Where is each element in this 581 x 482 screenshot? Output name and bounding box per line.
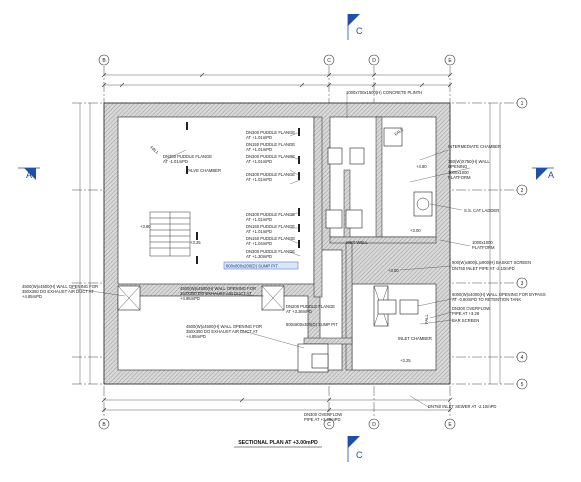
grid-label-4: 4 xyxy=(521,355,524,361)
puddle-a-line1: DN300 PUDDLE FLANGE xyxy=(246,130,295,135)
wall-opening-low-line3: +4.85mPD xyxy=(186,334,206,339)
puddle-low-line2: AT +3.36mPD xyxy=(286,309,312,314)
puddle-g-line2: AT +1.04mPD xyxy=(246,241,272,246)
puddle-h-line1: DN300 PUDDLE FLANGE xyxy=(246,249,295,254)
wall-opening-left-line3: +4.85mPD xyxy=(22,294,42,299)
wall-opening-left-line2: 350X350 DO EXHAUST AIR DUCT AT xyxy=(22,289,94,294)
wall-opening-mid-line2: 350X350 DO EXHAUST AIR DUCT AT xyxy=(180,291,252,296)
section-label-bottom: C xyxy=(356,450,363,460)
grid-label-c-bottom: C xyxy=(327,422,331,428)
grid-bubbles-right xyxy=(516,97,528,390)
sump-low-label: 800x800x300(D) SUMP PIT xyxy=(286,322,338,327)
section-marker-top xyxy=(347,14,360,40)
grid-label-d-bottom: D xyxy=(372,422,376,428)
inlet-chamber-label: INLET CHAMBER xyxy=(398,336,432,341)
dn300-overflow-r-line2: PIPE AT +3.28 xyxy=(452,311,480,316)
wall-opening-right-line1: 750(W)X750(H) WALL xyxy=(448,159,490,164)
section-marker-bottom xyxy=(347,436,360,462)
intermediate-chamber-label: INTERMEDIATE CHAMBER xyxy=(448,144,501,149)
wall-opening-right-line2: OPENING xyxy=(448,164,467,169)
grid-label-5: 5 xyxy=(521,382,524,388)
puddle-e-line1: DN300 PUDDLE FLANGE xyxy=(246,212,295,217)
section-label-left: A xyxy=(26,170,32,180)
dn300-overflow-r-line1: DN300 OVERFLOW xyxy=(452,306,490,311)
puddle-d-line1: DN300 PUDDLE FLANGE xyxy=(246,172,295,177)
bypass-line2: AT -0.80mPD TO RETENTION TANK xyxy=(452,297,521,302)
internal-walls xyxy=(303,116,437,371)
dn750-inlet-label: DN750 INLET PIPE AT -2.10mPD xyxy=(452,266,515,271)
cat-ladder-label: S.S. CAT LADDER xyxy=(464,208,499,213)
platform-b-line1: 1000x1000 xyxy=(472,240,493,245)
concrete-plinth-label: 1000x700x1500(H) CONCRETE PLINTH xyxy=(346,90,422,95)
drawing-title: SECTIONAL PLAN AT +3.00mPD xyxy=(238,440,318,446)
puddle-g-line1: DN150 PUDDLE FLANGE xyxy=(246,236,295,241)
grid-label-c-top: C xyxy=(327,58,331,64)
equipment-boxes xyxy=(297,127,433,373)
basket-screen-label: 900(W)x900(L)x900(H) BASKET SCREEN xyxy=(452,260,531,265)
sump-pit-highlight xyxy=(223,261,299,270)
puddle-left-line1: DN300 PUDDLE FLANGE xyxy=(163,154,212,159)
level-stair-1: +3.80 xyxy=(140,224,151,229)
dn750-sewer-label: DN750 INLET SEWER AT -2.10mPD xyxy=(428,404,496,409)
fall-label-left: FALL xyxy=(149,145,160,156)
dimension-ticks xyxy=(101,72,453,413)
puddle-c-line2: AT +1.01mPD xyxy=(246,159,272,164)
bar-screen-label: BAR SCREEN xyxy=(452,318,479,323)
section-marker-left xyxy=(18,167,40,180)
puddle-f-line2: AT +1.01mPD xyxy=(246,229,272,234)
wall-opening-mid-line1: 4500(W)x4500(H) WALL OPENING FOR xyxy=(180,286,256,291)
puddle-low-line1: DN200 PUDDLE FLANGE xyxy=(286,304,335,309)
puddle-d-line2: AT +1.01mPD xyxy=(246,177,272,182)
level-r4: +3.25 xyxy=(400,358,411,363)
grid-label-d-top: D xyxy=(372,58,376,64)
sump-pit-label: 800x800x200(D) SUMP PIT xyxy=(226,264,278,269)
puddle-e-line2: AT +1.01mPD xyxy=(246,217,272,222)
grid-label-b-top: B xyxy=(102,58,106,64)
level-r2: +3.00 xyxy=(410,228,421,233)
platform-b-line2: PLATFORM xyxy=(472,245,495,250)
wall-opening-left-line1: 4500(W)x4500(H) WALL OPENING FOR xyxy=(22,284,98,289)
staircase xyxy=(149,211,191,257)
grid-label-e-bottom: E xyxy=(448,422,452,428)
puddle-c-line1: DN300 PUDDLE FLANGE xyxy=(246,154,295,159)
dn300-overflow-line2: PIPE AT +3.38mPD xyxy=(304,417,341,422)
puddle-b-line2: AT +1.01mPD xyxy=(246,147,272,152)
dn300-overflow-line1: DN300 OVERFLOW xyxy=(304,412,342,417)
grid-bubbles-top xyxy=(98,54,456,430)
puddle-a-line2: AT +1.01mPD xyxy=(246,135,272,140)
level-r1: +4.80 xyxy=(416,164,427,169)
puddle-b-line1: DN150 PUDDLE FLANGE xyxy=(246,142,295,147)
wall-opening-low-line1: 4500(W)x4500(H) WALL OPENING FOR xyxy=(186,324,262,329)
wall-opening-mid-line3: +4.85mPD xyxy=(180,296,200,301)
valve-chamber-label: VALVE CHAMBER xyxy=(186,168,221,173)
level-r3: +3.00 xyxy=(388,268,399,273)
platform-opening xyxy=(416,197,430,211)
grid-label-b-bottom: B xyxy=(102,422,106,428)
bypass-line1: 6000(W)x4000(H) WALL OPENING FOR BYPASS xyxy=(452,292,546,297)
platform-line1: 1000x1000 xyxy=(448,170,469,175)
grid-label-2: 2 xyxy=(521,188,524,194)
grid-label-1: 1 xyxy=(521,101,524,107)
grid-label-e-top: E xyxy=(448,58,452,64)
puddle-h-line2: AT +1.30mPD xyxy=(246,254,272,259)
fall-label-top: FALL xyxy=(393,126,404,137)
leader-lines xyxy=(69,92,471,409)
wet-well-label: WET WELL xyxy=(346,240,368,245)
puddle-left-line2: AT -1.01mPD xyxy=(163,159,188,164)
fall-label-right: FALL xyxy=(424,314,429,324)
grid-label-3: 3 xyxy=(521,281,524,287)
level-stair-2: +3.25 xyxy=(190,240,201,245)
puddle-f-line1: DN150 PUDDLE FLANGE xyxy=(246,224,295,229)
section-label-right: A xyxy=(548,170,554,180)
dimension-lines xyxy=(79,74,501,411)
section-marker-right xyxy=(532,167,554,180)
wall-opening-low-line2: 350X350 DO EXHAUST AIR DUCT AT xyxy=(186,329,258,334)
platform-line2: PLATFORM xyxy=(448,175,471,180)
section-label-top: C xyxy=(356,26,363,36)
